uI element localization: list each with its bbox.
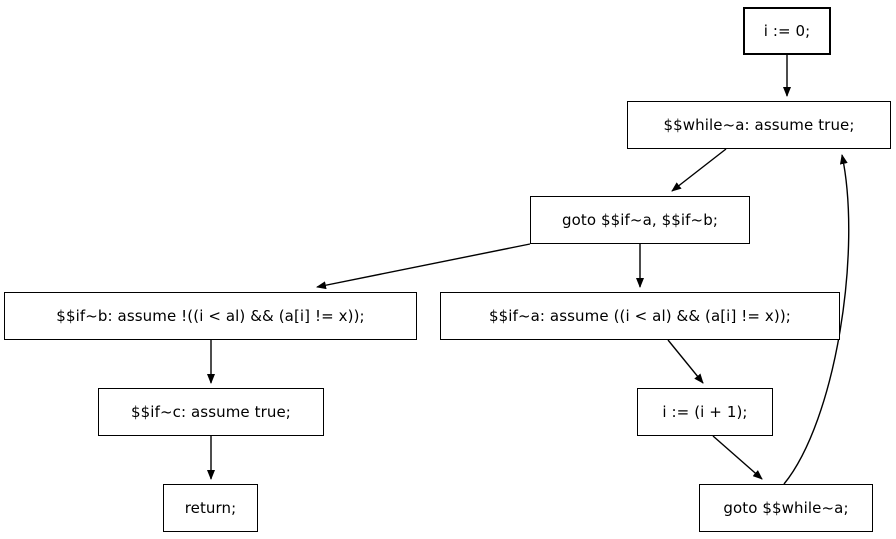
graph-edge-incr-to-goto_while <box>712 435 763 480</box>
graph-node-label: $$if~c: assume true; <box>131 402 291 421</box>
graph-edge-while_a-to-goto_ifs <box>671 148 727 192</box>
graph-node-label: i := (i + 1); <box>662 402 748 421</box>
graph-node-goto_while[interactable]: goto $$while~a; <box>699 484 873 532</box>
graph-node-init[interactable]: i := 0; <box>743 7 831 55</box>
graph-node-incr[interactable]: i := (i + 1); <box>637 388 773 436</box>
graph-edge-if_a-to-incr <box>667 339 704 384</box>
graph-node-label: $$if~b: assume !((i < al) && (a[i] != x)… <box>56 306 365 325</box>
graph-edge-goto_ifs-to-if_b <box>316 243 531 290</box>
graph-node-label: goto $$while~a; <box>723 498 849 517</box>
graph-node-ret[interactable]: return; <box>163 484 258 532</box>
graph-node-goto_ifs[interactable]: goto $$if~a, $$if~b; <box>530 196 750 244</box>
graph-node-label: return; <box>184 498 237 517</box>
graph-node-if_a[interactable]: $$if~a: assume ((i < al) && (a[i] != x))… <box>440 292 840 340</box>
graph-node-label: goto $$if~a, $$if~b; <box>561 210 719 229</box>
graph-node-if_c[interactable]: $$if~c: assume true; <box>98 388 324 436</box>
graph-node-while_a[interactable]: $$while~a: assume true; <box>627 101 891 149</box>
graph-node-label: i := 0; <box>763 21 811 40</box>
graph-node-label: $$if~a: assume ((i < al) && (a[i] != x))… <box>489 306 791 325</box>
graph-node-label: $$while~a: assume true; <box>663 115 855 134</box>
graph-node-if_b[interactable]: $$if~b: assume !((i < al) && (a[i] != x)… <box>4 292 417 340</box>
